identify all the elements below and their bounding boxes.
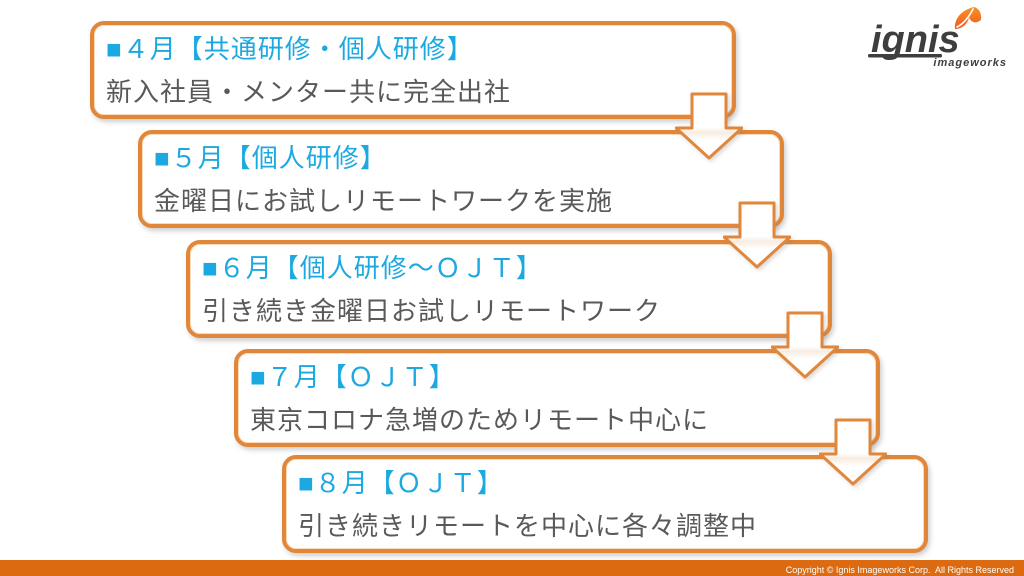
logo-subtext: imageworks [933, 57, 1007, 69]
down-arrow-icon-4 [819, 418, 887, 486]
copyright-text: Copyright © Ignis Imageworks Corp. All R… [785, 565, 1014, 575]
step-box-may: ■５月【個人研修】 金曜日にお試しリモートワークを実施 [138, 130, 784, 228]
step-body: 金曜日にお試しリモートワークを実施 [154, 186, 614, 216]
step-body: 東京コロナ急増のためリモート中心に [250, 405, 710, 435]
step-title: ■８月【ＯＪＴ】 [298, 468, 504, 498]
step-body: 引き続き金曜日お試しリモートワーク [202, 296, 662, 326]
step-body: 新入社員・メンター共に完全出社 [106, 77, 512, 107]
step-title: ■４月【共通研修・個人研修】 [106, 34, 474, 64]
step-box-april: ■４月【共通研修・個人研修】 新入社員・メンター共に完全出社 [90, 21, 736, 119]
footer-bar: Copyright © Ignis Imageworks Corp. All R… [0, 560, 1024, 576]
logo-underline [868, 54, 942, 58]
down-arrow-icon-2 [723, 201, 791, 269]
step-box-july: ■７月【ＯＪＴ】 東京コロナ急増のためリモート中心に [234, 349, 880, 447]
step-title: ■７月【ＯＪＴ】 [250, 362, 456, 392]
ignis-logo-graphic: ignis imageworks [868, 7, 1007, 69]
step-box-june: ■６月【個人研修～ＯＪＴ】 引き続き金曜日お試しリモートワーク [186, 240, 832, 338]
step-title: ■６月【個人研修～ＯＪＴ】 [202, 253, 543, 283]
flame-icon [954, 7, 982, 29]
step-box-august: ■８月【ＯＪＴ】 引き続きリモートを中心に各々調整中 [282, 455, 928, 553]
company-logo: ignis imageworks [863, 6, 1015, 70]
step-title: ■５月【個人研修】 [154, 143, 387, 173]
step-body: 引き続きリモートを中心に各々調整中 [298, 511, 758, 541]
down-arrow-icon-3 [771, 311, 839, 379]
down-arrow-icon-1 [675, 92, 743, 160]
